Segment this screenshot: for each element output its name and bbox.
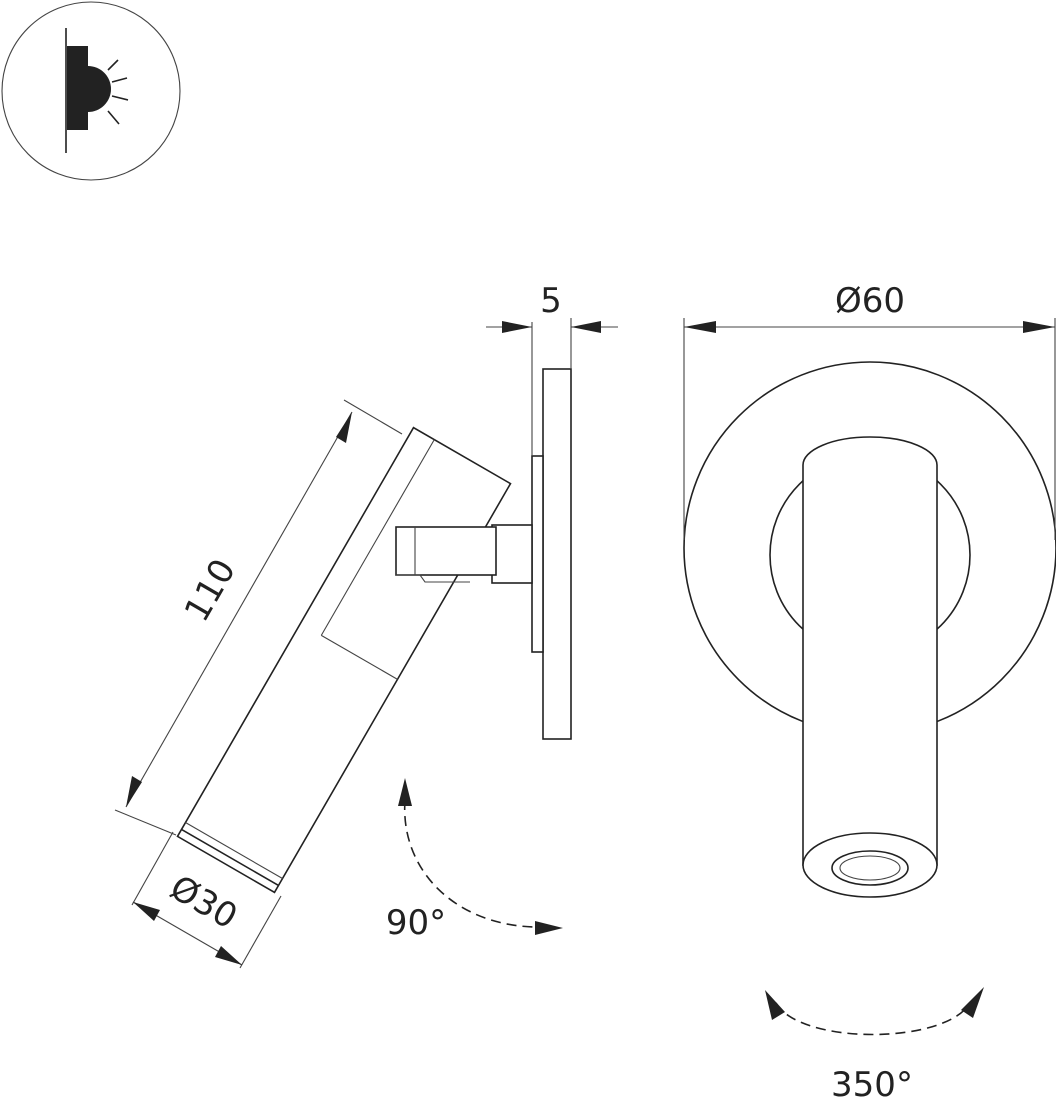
- dimension-plate-thickness: 5: [486, 281, 618, 456]
- plate-step: [531, 455, 544, 653]
- wall-light-direction-icon: [1, 1, 181, 181]
- lamp-body: [176, 426, 512, 894]
- rotation-label-tilt: 90°: [386, 903, 446, 943]
- dim-label-plate-diameter: Ø60: [835, 281, 905, 321]
- rotation-swivel: 350°: [765, 987, 984, 1100]
- side-view: [176, 368, 572, 894]
- dim-label-length: 110: [177, 552, 244, 628]
- front-lamp-body: [802, 436, 938, 866]
- front-view: [683, 361, 1056, 898]
- front-lens: [831, 850, 909, 886]
- hinge: [395, 526, 497, 583]
- rotation-label-swivel: 350°: [831, 1065, 913, 1100]
- bracket: [491, 524, 533, 584]
- dim-label-thickness: 5: [540, 281, 562, 321]
- wall-plate: [542, 368, 572, 740]
- rotation-tilt: 90°: [386, 778, 563, 943]
- dimension-plate-diameter: Ø60: [683, 281, 1056, 540]
